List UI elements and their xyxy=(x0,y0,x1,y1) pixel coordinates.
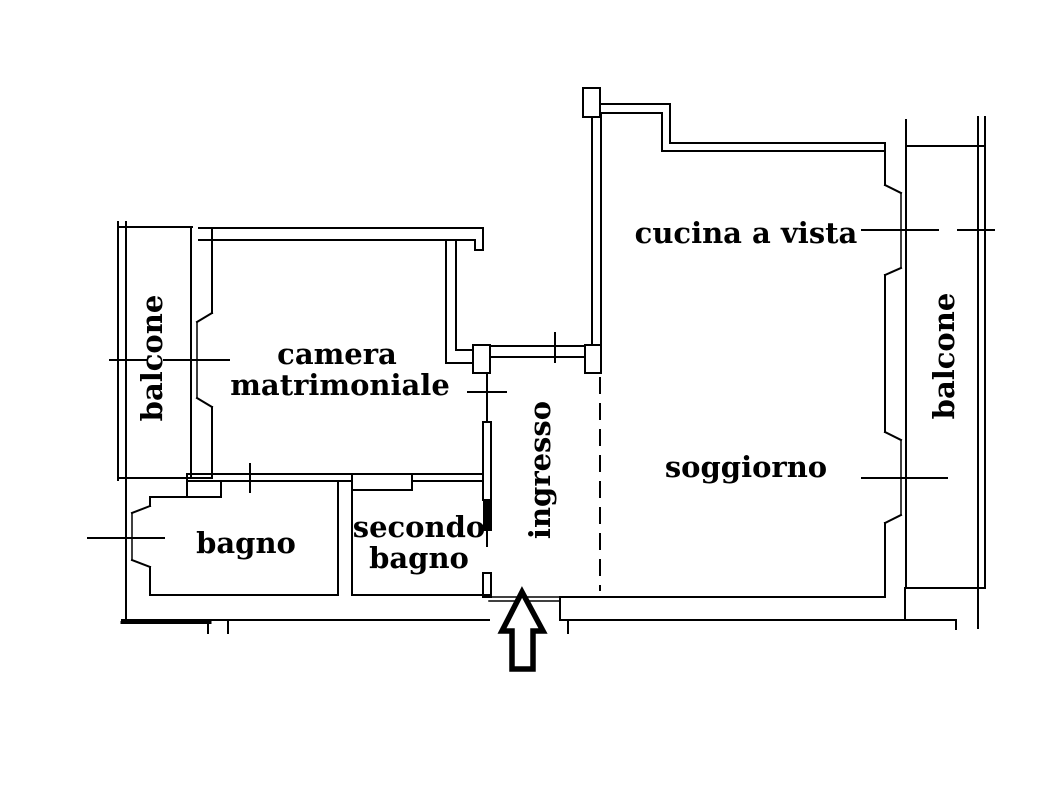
room-label-camera-line2: matrimoniale xyxy=(230,368,450,402)
chimney-pillar xyxy=(582,87,601,118)
window-splay xyxy=(883,430,903,442)
soggiorno-bottom-walls xyxy=(559,587,957,634)
window-splay xyxy=(883,266,903,277)
balcony-left-walls xyxy=(109,221,213,481)
window-splay xyxy=(883,183,903,195)
room-label-bagno: bagno xyxy=(196,526,296,560)
bagno-walls xyxy=(87,477,339,621)
window-splay xyxy=(883,513,903,525)
room-label-secondo-bagno-line2: bagno xyxy=(369,541,469,575)
entrance-arrow-icon xyxy=(497,586,548,672)
walls xyxy=(87,87,995,634)
cucina-walls xyxy=(582,87,886,346)
secondo-bagno-walls xyxy=(149,473,490,596)
room-label-balcone-right: balcone xyxy=(927,293,961,420)
entrance-pillar xyxy=(482,572,492,598)
exterior-bottom-wall xyxy=(120,619,490,634)
window-splay xyxy=(130,504,152,515)
camera-matrimoniale-walls xyxy=(198,227,484,493)
room-label-soggiorno: soggiorno xyxy=(665,450,827,484)
room-label-camera-line1: camera xyxy=(277,337,397,371)
right-window-wall xyxy=(861,183,948,598)
window-splay xyxy=(195,311,214,324)
room-label-balcone-left: balcone xyxy=(135,295,169,422)
room-label-cucina: cucina a vista xyxy=(635,216,858,250)
ingresso-top-wall xyxy=(472,332,602,374)
room-labels: balcone camera matrimoniale bagno second… xyxy=(135,216,961,575)
window-splay xyxy=(195,396,214,409)
window-splay xyxy=(130,558,152,569)
ingresso-west-wall xyxy=(467,372,507,598)
room-label-secondo-bagno-line1: secondo xyxy=(353,510,485,544)
balcony-right-walls xyxy=(905,116,995,629)
balcony-left-window-wall xyxy=(163,227,230,479)
room-label-ingresso: ingresso xyxy=(523,401,557,539)
